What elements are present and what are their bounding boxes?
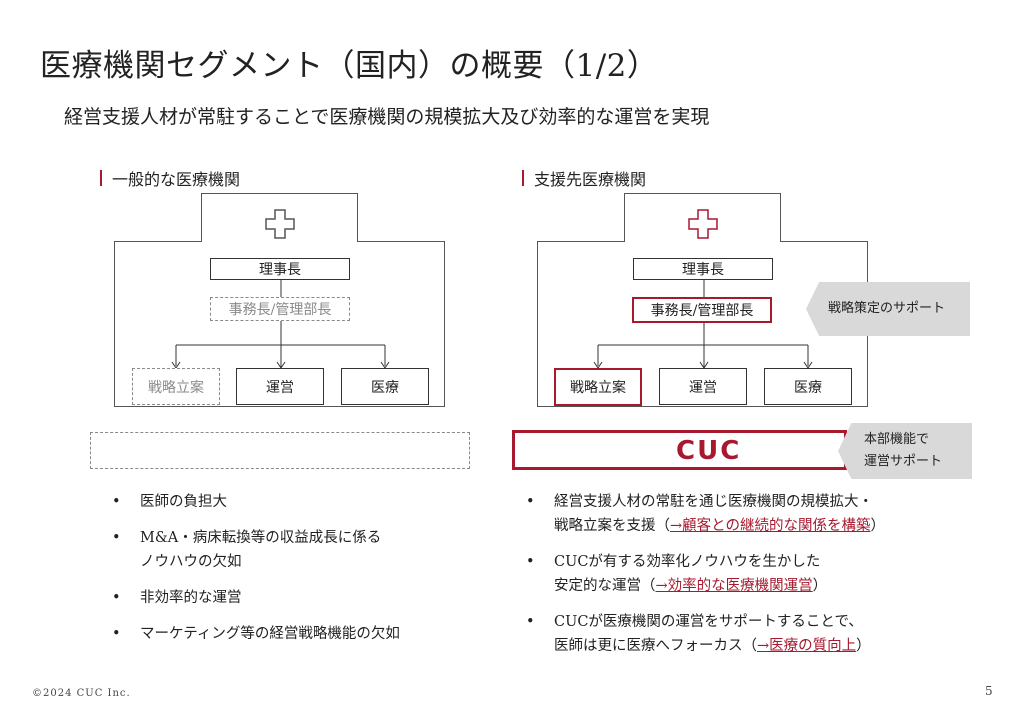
left-director-box: 事務長/管理部長 [210, 297, 350, 321]
callout-line-2: 運営サポート [864, 454, 943, 469]
callout-line-1: 本部機能で [864, 431, 930, 447]
right-chairman-box: 理事長 [633, 258, 773, 280]
hospital-cross-icon [265, 209, 295, 239]
strategy-support-callout: 戦略策定のサポート [806, 282, 970, 336]
left-strategy-box: 戦略立案 [132, 368, 220, 405]
callout-text-block: 本部機能で 運営サポート [852, 429, 942, 473]
cuc-support-box [512, 430, 847, 470]
right-bullet-list: 経営支援人材の常駐を通じ医療機関の規模拡大・ 戦略立案を支援（→顧客との継続的な… [526, 490, 1006, 670]
right-section-label-text: 支援先医療機関 [534, 170, 647, 189]
page-number: 5 [985, 684, 993, 698]
right-section-label: 支援先医療機関 [522, 166, 646, 190]
building-joint [625, 241, 780, 243]
right-director-box: 事務長/管理部長 [632, 297, 772, 323]
right-operation-box: 運営 [659, 368, 747, 405]
left-operation-box: 運営 [236, 368, 324, 405]
right-strategy-box: 戦略立案 [554, 368, 642, 406]
right-building-tower [624, 193, 781, 242]
hospital-cross-icon [688, 209, 718, 239]
building-joint [202, 241, 357, 243]
callout-text: 戦略策定のサポート [828, 300, 946, 316]
cuc-logo: CUC [676, 436, 742, 466]
right-medical-box: 医療 [764, 368, 852, 405]
list-item: 経営支援人材の常駐を通じ医療機関の規模拡大・ 戦略立案を支援（→顧客との継続的な… [526, 490, 1006, 538]
page-subtitle: 経営支援人材が常駐することで医療機関の規模拡大及び効率的な運営を実現 [64, 106, 710, 128]
benefit-link[interactable]: →医療の質向上 [757, 638, 857, 654]
left-medical-box: 医療 [341, 368, 429, 405]
left-building-tower [201, 193, 358, 242]
left-empty-support-box [90, 432, 470, 469]
list-item: マーケティング等の経営戦略機能の欠如 [112, 622, 482, 646]
left-section-label-text: 一般的な医療機関 [112, 170, 241, 189]
cuc-support-callout: 本部機能で 運営サポート [838, 423, 972, 479]
list-item: CUCが有する効率化ノウハウを生かした 安定的な運営（→効率的な医療機関運営） [526, 550, 1006, 598]
benefit-link[interactable]: →効率的な医療機関運営 [655, 578, 813, 594]
left-chairman-box: 理事長 [210, 258, 350, 280]
list-item: 非効率的な運営 [112, 586, 482, 610]
label-accent-bar [522, 170, 524, 186]
list-item: CUCが医療機関の運営をサポートすることで、 医師は更に医療へフォーカス（→医療… [526, 610, 1006, 658]
benefit-link[interactable]: →顧客との継続的な関係を構築 [670, 518, 871, 534]
copyright: ©2024 CUC Inc. [32, 688, 131, 699]
label-accent-bar [100, 170, 102, 186]
left-section-label: 一般的な医療機関 [100, 166, 240, 190]
page-title: 医療機関セグメント（国内）の概要（1/2） [40, 48, 659, 84]
list-item: 医師の負担大 [112, 490, 482, 514]
